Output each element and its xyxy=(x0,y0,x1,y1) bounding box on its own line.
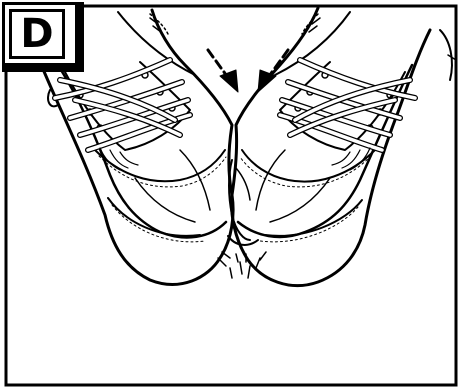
step-badge: D xyxy=(2,2,78,66)
right-shoe-icon xyxy=(232,8,456,286)
arrow-down-right-icon xyxy=(208,50,238,92)
step-label: D xyxy=(9,9,65,59)
impact-marks xyxy=(218,252,266,278)
